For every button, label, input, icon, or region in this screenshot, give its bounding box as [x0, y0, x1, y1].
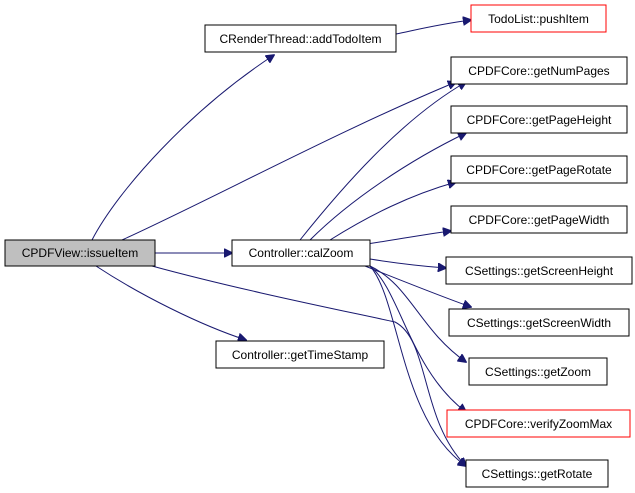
edge-issueitem-to-getrotate: [151, 265, 466, 466]
node-crenderthread-addtodoitem[interactable]: CRenderThread::addTodoItem: [204, 24, 397, 53]
edge-issueitem-to-getnumpages: [121, 82, 456, 241]
node-label: Controller::calZoom: [249, 246, 354, 260]
node-label: CPDFView::issueItem: [22, 246, 138, 260]
node-label: CSettings::getRotate: [482, 467, 593, 481]
node-label: CPDFCore::getPageRotate: [466, 163, 612, 177]
node-label: CRenderThread::addTodoItem: [219, 32, 381, 46]
node-cpdfview-issueitem[interactable]: CPDFView::issueItem: [4, 239, 156, 267]
node-cpdfcore-verifyzoommax[interactable]: CPDFCore::verifyZoomMax: [446, 409, 631, 438]
node-label: TodoList::pushItem: [488, 12, 589, 26]
node-label: CSettings::getScreenWidth: [467, 316, 611, 330]
node-csettings-getscreenheight[interactable]: CSettings::getScreenHeight: [445, 256, 633, 285]
node-label: CSettings::getScreenHeight: [465, 264, 614, 278]
edge-issueitem-to-addtodoitem: [91, 55, 274, 241]
edge-addtodoitem-to-pushitem: [395, 20, 471, 35]
node-label: CPDFCore::getNumPages: [468, 64, 609, 78]
edge-calzoom-to-getzoom: [369, 265, 466, 362]
node-csettings-getzoom[interactable]: CSettings::getZoom: [468, 357, 608, 386]
node-todolist-pushitem[interactable]: TodoList::pushItem: [470, 4, 607, 33]
node-controller-calzoom[interactable]: Controller::calZoom: [231, 239, 371, 267]
node-cpdfcore-getpageheight[interactable]: CPDFCore::getPageHeight: [450, 105, 628, 134]
edge-calzoom-to-getnumpages: [299, 82, 466, 241]
edge-calzoom-to-getpagerotate: [329, 182, 456, 241]
node-controller-gettimestamp[interactable]: Controller::getTimeStamp: [215, 340, 385, 369]
node-label: Controller::getTimeStamp: [232, 348, 369, 362]
node-cpdfcore-getpagewidth[interactable]: CPDFCore::getPageWidth: [450, 205, 628, 234]
node-label: CPDFCore::getPageHeight: [467, 113, 612, 127]
edge-issueitem-to-gettimestamp: [95, 265, 246, 340]
edge-calzoom-to-getscreenheight: [369, 258, 446, 268]
edge-calzoom-to-getrotate: [369, 265, 466, 466]
node-label: CSettings::getZoom: [485, 365, 591, 379]
node-cpdfcore-getpagerotate[interactable]: CPDFCore::getPageRotate: [450, 155, 628, 184]
node-csettings-getscreenwidth[interactable]: CSettings::getScreenWidth: [448, 308, 630, 337]
call-edges: [91, 20, 471, 466]
node-cpdfcore-getnumpages[interactable]: CPDFCore::getNumPages: [450, 56, 628, 85]
edge-calzoom-to-getpageheight: [309, 133, 466, 241]
call-graph-nodes: CPDFView::issueItem CRenderThread::addTo…: [4, 4, 633, 488]
edge-calzoom-to-getpagewidth: [359, 231, 451, 246]
edge-calzoom-to-getscreenwidth: [364, 265, 471, 307]
node-csettings-getrotate[interactable]: CSettings::getRotate: [465, 459, 609, 488]
node-label: CPDFCore::getPageWidth: [469, 213, 610, 227]
edge-calzoom-to-verifyzoommax: [369, 265, 466, 412]
node-label: CPDFCore::verifyZoomMax: [465, 417, 612, 431]
